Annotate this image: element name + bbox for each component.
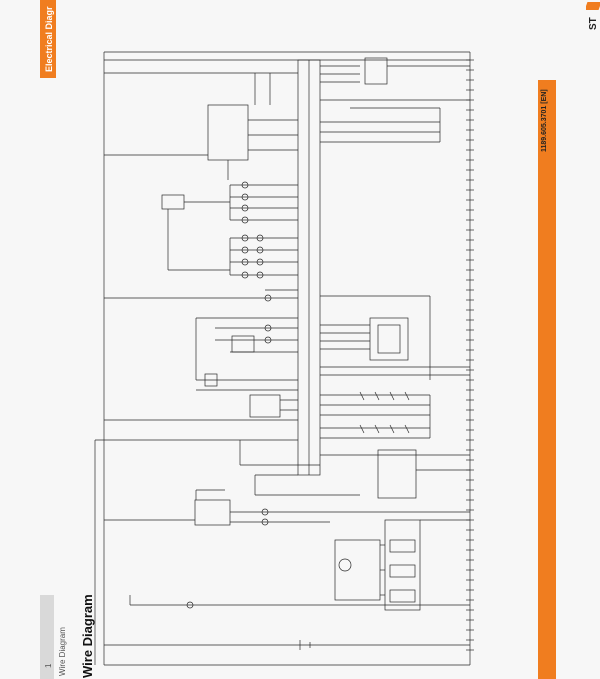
connector-block-2 — [377, 449, 417, 499]
header-orange-strip — [40, 0, 56, 78]
terminal-strip — [466, 59, 474, 651]
motor-symbol-1 — [204, 373, 218, 387]
lamp-1 — [241, 181, 249, 189]
motor-symbol-2 — [338, 558, 352, 572]
relay-block-4 — [194, 499, 231, 526]
module-box-upper — [207, 104, 249, 161]
right-orange-tab — [538, 80, 556, 679]
connector-top-right — [364, 57, 388, 85]
driver-module — [384, 519, 421, 611]
relay-block-1 — [161, 194, 185, 210]
relay-block-3 — [249, 394, 281, 418]
lamp-3 — [241, 204, 249, 212]
lamp-4 — [241, 216, 249, 224]
lamp-2 — [241, 193, 249, 201]
footer-tab-strip — [40, 595, 54, 679]
relay-block-2 — [231, 335, 255, 353]
switch-block — [369, 317, 409, 361]
